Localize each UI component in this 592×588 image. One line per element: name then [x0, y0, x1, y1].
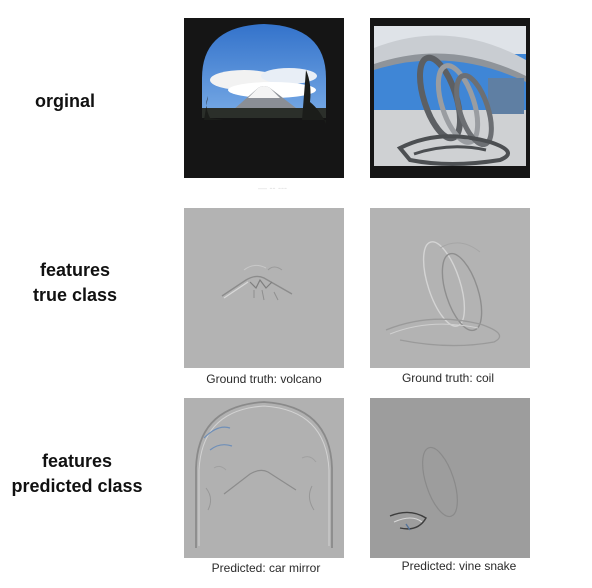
volcano-true-feature-map	[184, 208, 344, 368]
coil-true-feature-map	[370, 208, 530, 368]
row-label-original: orginal	[0, 89, 140, 114]
original-coil-image	[370, 18, 530, 178]
features-true-coil	[370, 208, 530, 368]
volcano-photo	[184, 18, 344, 178]
row-label-true-class: features true class	[0, 258, 150, 308]
row-label-predicted-class-line2: predicted class	[11, 476, 143, 496]
row-label-predicted-class-line1: features	[41, 451, 113, 471]
caption-coil-predicted: Predicted: vine snake	[401, 559, 517, 573]
row-label-true-class-line1: features	[39, 260, 111, 280]
caption-volcano-predicted: Predicted: car mirror	[211, 561, 321, 575]
row-label-predicted-class: features predicted class	[2, 449, 152, 499]
original-volcano-image	[184, 18, 344, 178]
caption-volcano-ground-truth: Ground truth: volcano	[206, 372, 322, 386]
features-predicted-volcano	[184, 398, 344, 558]
faded-watermark: — -- ---	[258, 183, 287, 193]
row-label-original-text: orginal	[34, 91, 95, 111]
row-label-true-class-line2: true class	[32, 285, 118, 305]
volcano-predicted-feature-map	[184, 398, 344, 558]
caption-coil-ground-truth: Ground truth: coil	[401, 371, 495, 385]
features-true-volcano	[184, 208, 344, 368]
coil-photo	[370, 18, 530, 178]
features-predicted-coil	[370, 398, 530, 558]
coil-predicted-feature-map	[370, 398, 530, 558]
